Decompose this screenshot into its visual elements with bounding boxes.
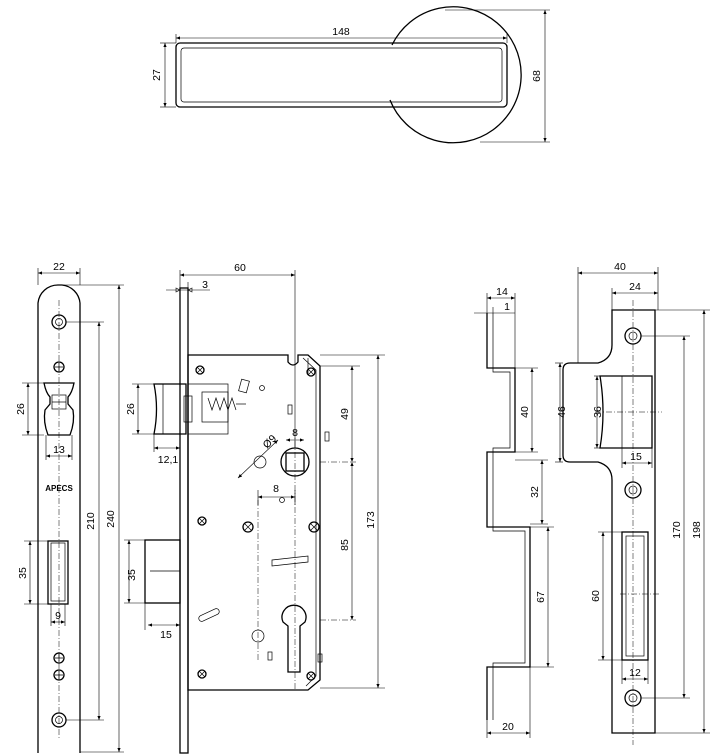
dim-faceplate-bolt-width: 13 [53,444,65,456]
dim-rose-height: 68 [531,70,543,82]
dim-strike-upper-window: 36 [592,406,604,418]
faceplate-screw-1 [53,361,65,373]
lock-body-view: Ø9 8 60 [124,262,385,754]
faceplate-screw-2 [53,652,65,664]
handle-rose [389,6,522,144]
faceplate-outline [37,284,81,753]
lock-deadbolt [153,383,187,435]
lock-screw-4 [306,367,316,377]
dim-strike-plate-width: 40 [614,261,626,273]
dim-strike-hole-spacing: 170 [671,521,683,539]
handle-lever-outer [175,42,508,108]
dim-faceplate-latch-width: 9 [55,610,61,622]
lock-screw-1 [195,365,205,375]
brand-label: APECS [45,484,73,493]
dim-strike-lower-window-width: 12 [629,667,641,679]
faceplate-screw-3 [53,669,65,681]
dim-body-bolt-throw: 12,1 [158,454,179,466]
strike-profile-outline [486,313,531,720]
lock-latch [144,539,181,604]
dim-strike-lower-window: 60 [590,590,602,602]
lock-screw-3 [197,669,207,679]
lock-screw-2 [197,516,207,526]
dim-body-plate-thickness: 3 [202,279,208,291]
dim-strike-lower-pocket: 67 [535,591,547,603]
dim-faceplate-latch-window: 35 [17,567,29,579]
dim-faceplate-width: 22 [53,261,65,273]
lock-screw-5 [306,671,316,681]
dim-strike-upper-pocket: 40 [519,406,531,418]
dim-handle-height: 27 [151,69,163,81]
dim-body-upper: 49 [339,408,351,420]
faceplate-latch-window [47,540,69,605]
dim-handle-length: 148 [332,26,350,38]
strike-hole-middle [624,481,642,499]
dim-body-centre-distance: 85 [339,539,351,551]
dim-spindle-dia: Ø9 [261,433,280,452]
faceplate-view: APECS 22 26 13 35 9 210 [15,261,124,753]
dim-strike-plate-inner-width: 24 [629,281,641,293]
dim-faceplate-length: 240 [105,510,117,528]
dim-strike-thickness: 1 [504,301,510,313]
dim-strike-lip-height: 46 [556,406,568,418]
strike-lower-window [621,531,649,661]
dim-body-backset: 60 [234,262,246,274]
handle-view: 148 27 68 [151,6,550,144]
dim-strike-plate-length: 198 [691,521,703,539]
dim-body-centre-offset: 8 [273,483,279,495]
lock-case-outline [187,354,321,691]
dim-body-bolt-height: 26 [125,403,137,415]
strike-side-view: 14 1 40 32 67 20 [474,286,554,738]
dim-strike-depth: 14 [496,286,508,298]
dim-body-overall-height: 173 [365,511,377,529]
strike-plate-outline [562,309,656,734]
handle-lever-inner [180,47,503,103]
dim-strike-gap: 32 [529,486,541,498]
dim-strike-upper-window-width: 15 [630,451,642,463]
dim-body-latch-height: 35 [126,569,138,581]
dim-faceplate-hole-spacing: 210 [85,512,97,530]
dim-faceplate-bolt-height: 26 [15,403,27,415]
lock-front-plate [179,287,189,754]
faceplate-deadbolt [43,382,75,436]
dim-body-latch-throw: 15 [160,629,172,641]
dim-strike-bottom-width: 20 [502,721,514,733]
strike-upper-window [599,375,653,449]
lock-cylinder-cutout [281,604,307,673]
strike-plate-view: 40 24 46 36 15 60 12 170 [555,261,710,745]
